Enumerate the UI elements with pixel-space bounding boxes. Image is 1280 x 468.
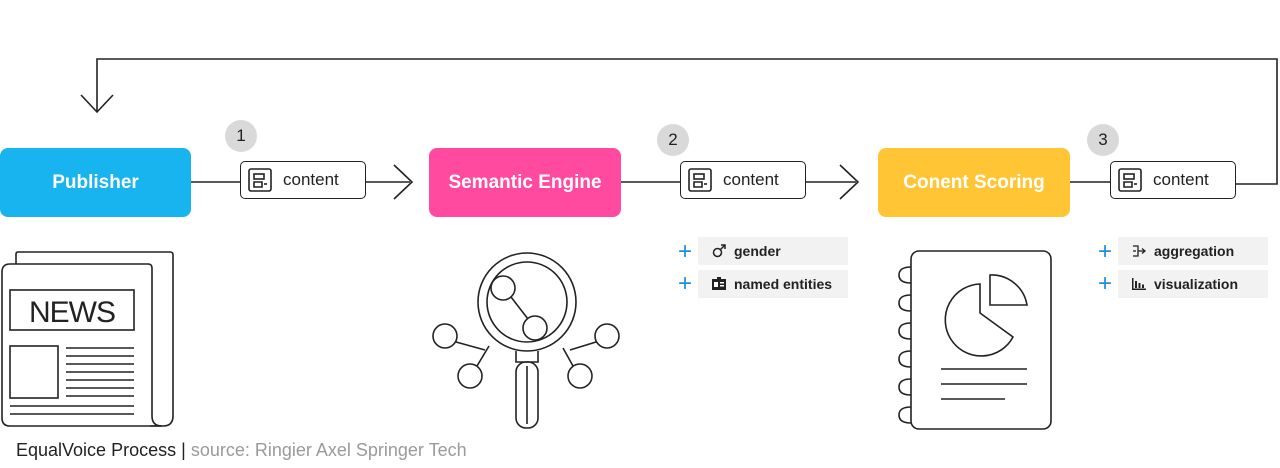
feature-aggregation: aggregation	[1118, 237, 1268, 265]
caption-title: EqualVoice Process	[16, 440, 177, 460]
bar-chart-icon	[1124, 277, 1154, 291]
feature-named-entities: named entities	[698, 270, 848, 298]
content-pill-3: content	[1110, 161, 1236, 199]
id-card-icon	[704, 277, 734, 291]
publisher-node: Publisher	[0, 148, 191, 217]
step-number: 3	[1098, 130, 1108, 149]
magnifier-network-icon	[432, 252, 620, 429]
caption-separator: |	[181, 440, 186, 460]
content-icon	[687, 167, 713, 193]
step-badge-3: 3	[1087, 124, 1119, 156]
step-number: 2	[668, 130, 678, 149]
plus-icon: +	[678, 238, 693, 265]
plus-icon: +	[1098, 270, 1113, 297]
semantic-engine-node: Semantic Engine	[429, 148, 621, 217]
content-icon	[1117, 167, 1143, 193]
feature-label: gender	[734, 243, 781, 259]
plus-icon: +	[678, 270, 693, 297]
step-number: 1	[236, 126, 246, 145]
feature-label: visualization	[1154, 276, 1239, 292]
publisher-label: Publisher	[52, 171, 139, 193]
figure-caption: EqualVoice Process | source: Ringier Axe…	[16, 440, 467, 461]
content-pill-label: content	[1153, 170, 1209, 189]
content-icon	[247, 167, 273, 193]
content-pill-1: content	[240, 161, 366, 199]
feature-gender: gender	[698, 237, 848, 265]
feature-label: named entities	[734, 276, 833, 292]
report-notebook-icon	[898, 250, 1052, 430]
feature-visualization: visualization	[1118, 270, 1268, 298]
content-scoring-node: Conent Scoring	[878, 148, 1070, 217]
newspaper-headline: NEWS	[29, 296, 115, 329]
caption-source: source: Ringier Axel Springer Tech	[190, 440, 467, 460]
semantic-engine-label: Semantic Engine	[448, 171, 602, 193]
feature-label: aggregation	[1154, 243, 1235, 259]
newspaper-icon: NEWS	[1, 251, 174, 427]
content-pill-label: content	[723, 170, 779, 189]
gender-icon	[704, 243, 734, 259]
step-badge-2: 2	[657, 124, 689, 156]
content-pill-label: content	[283, 170, 339, 189]
aggregation-icon	[1124, 244, 1154, 258]
content-pill-2: content	[680, 161, 806, 199]
step-badge-1: 1	[225, 120, 257, 152]
content-scoring-label: Conent Scoring	[903, 171, 1045, 193]
plus-icon: +	[1098, 238, 1113, 265]
